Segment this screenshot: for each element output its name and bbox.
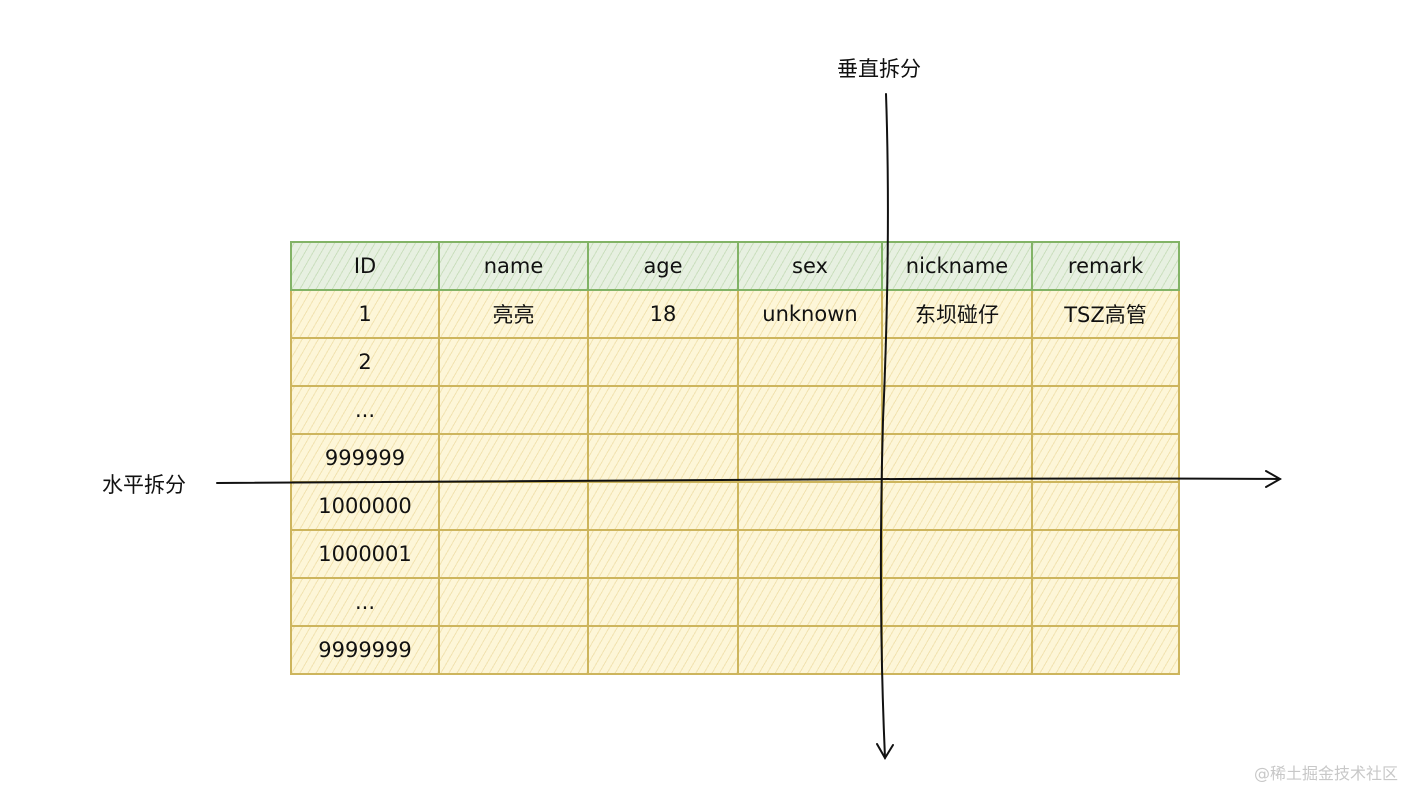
- table-cell: [737, 385, 883, 435]
- column-header-name: name: [438, 241, 589, 291]
- table-cell: [438, 481, 589, 531]
- table-cell: [1031, 385, 1180, 435]
- table-cell: 东坝碰仔: [881, 289, 1033, 339]
- table-cell: [438, 385, 589, 435]
- horizontal-split-arrow: [216, 470, 1283, 488]
- table-cell: [1031, 577, 1180, 627]
- table-cell: [1031, 625, 1180, 675]
- table-cell: [881, 625, 1033, 675]
- table-cell: [881, 385, 1033, 435]
- table-cell: [1031, 529, 1180, 579]
- table-cell: TSZ高管: [1031, 289, 1180, 339]
- column-header-id: ID: [290, 241, 440, 291]
- column-header-age: age: [587, 241, 739, 291]
- horizontal-arrow-line: [216, 477, 1281, 484]
- vertical-split-label: 垂直拆分: [837, 57, 921, 81]
- table-cell: [737, 577, 883, 627]
- table-cell: [881, 529, 1033, 579]
- table-cell: ...: [290, 385, 440, 435]
- vertical-arrow-line: [879, 93, 889, 759]
- table-cell: [587, 625, 739, 675]
- horizontal-split-label: 水平拆分: [102, 473, 186, 497]
- table-cell: [1031, 337, 1180, 387]
- table-cell: 1: [290, 289, 440, 339]
- table-cell: [737, 625, 883, 675]
- table-cell: [438, 337, 589, 387]
- vertical-arrow-head: [876, 743, 894, 760]
- table-cell: [881, 577, 1033, 627]
- table-cell: [881, 337, 1033, 387]
- table-header-row: ID name age sex nickname remark: [290, 241, 1180, 291]
- table-row: ...: [290, 577, 1180, 627]
- watermark: @稀土掘金技术社区: [1253, 764, 1398, 783]
- column-header-remark: remark: [1031, 241, 1180, 291]
- table-row: 999999: [290, 433, 1180, 483]
- table-cell: [438, 625, 589, 675]
- table-cell: [737, 433, 883, 483]
- table-cell: [587, 577, 739, 627]
- table-cell: 999999: [290, 433, 440, 483]
- table-cell: [1031, 481, 1180, 531]
- table-cell: [587, 385, 739, 435]
- horizontal-arrow-head: [1265, 470, 1283, 488]
- table-cell: [737, 337, 883, 387]
- table-row: 1000000: [290, 481, 1180, 531]
- table-cell: [587, 337, 739, 387]
- table-cell: 亮亮: [438, 289, 589, 339]
- table-row: 1000001: [290, 529, 1180, 579]
- table-cell: 2: [290, 337, 440, 387]
- table-cell: [1031, 433, 1180, 483]
- table-cell: [587, 529, 739, 579]
- table-cell: [438, 529, 589, 579]
- table-cell: [737, 529, 883, 579]
- vertical-split-arrow: [876, 93, 894, 760]
- table-row: 2: [290, 337, 1180, 387]
- table-cell: [438, 577, 589, 627]
- table-cell: [881, 433, 1033, 483]
- table-row: 9999999: [290, 625, 1180, 675]
- table-cell: unknown: [737, 289, 883, 339]
- table-cell: 18: [587, 289, 739, 339]
- column-header-sex: sex: [737, 241, 883, 291]
- table-cell: 1000001: [290, 529, 440, 579]
- table-cell: [737, 481, 883, 531]
- table-cell: 1000000: [290, 481, 440, 531]
- table-row: ...: [290, 385, 1180, 435]
- table-cell: [881, 481, 1033, 531]
- table-cell: [587, 481, 739, 531]
- column-header-nickname: nickname: [881, 241, 1033, 291]
- table-cell: 9999999: [290, 625, 440, 675]
- table-cell: ...: [290, 577, 440, 627]
